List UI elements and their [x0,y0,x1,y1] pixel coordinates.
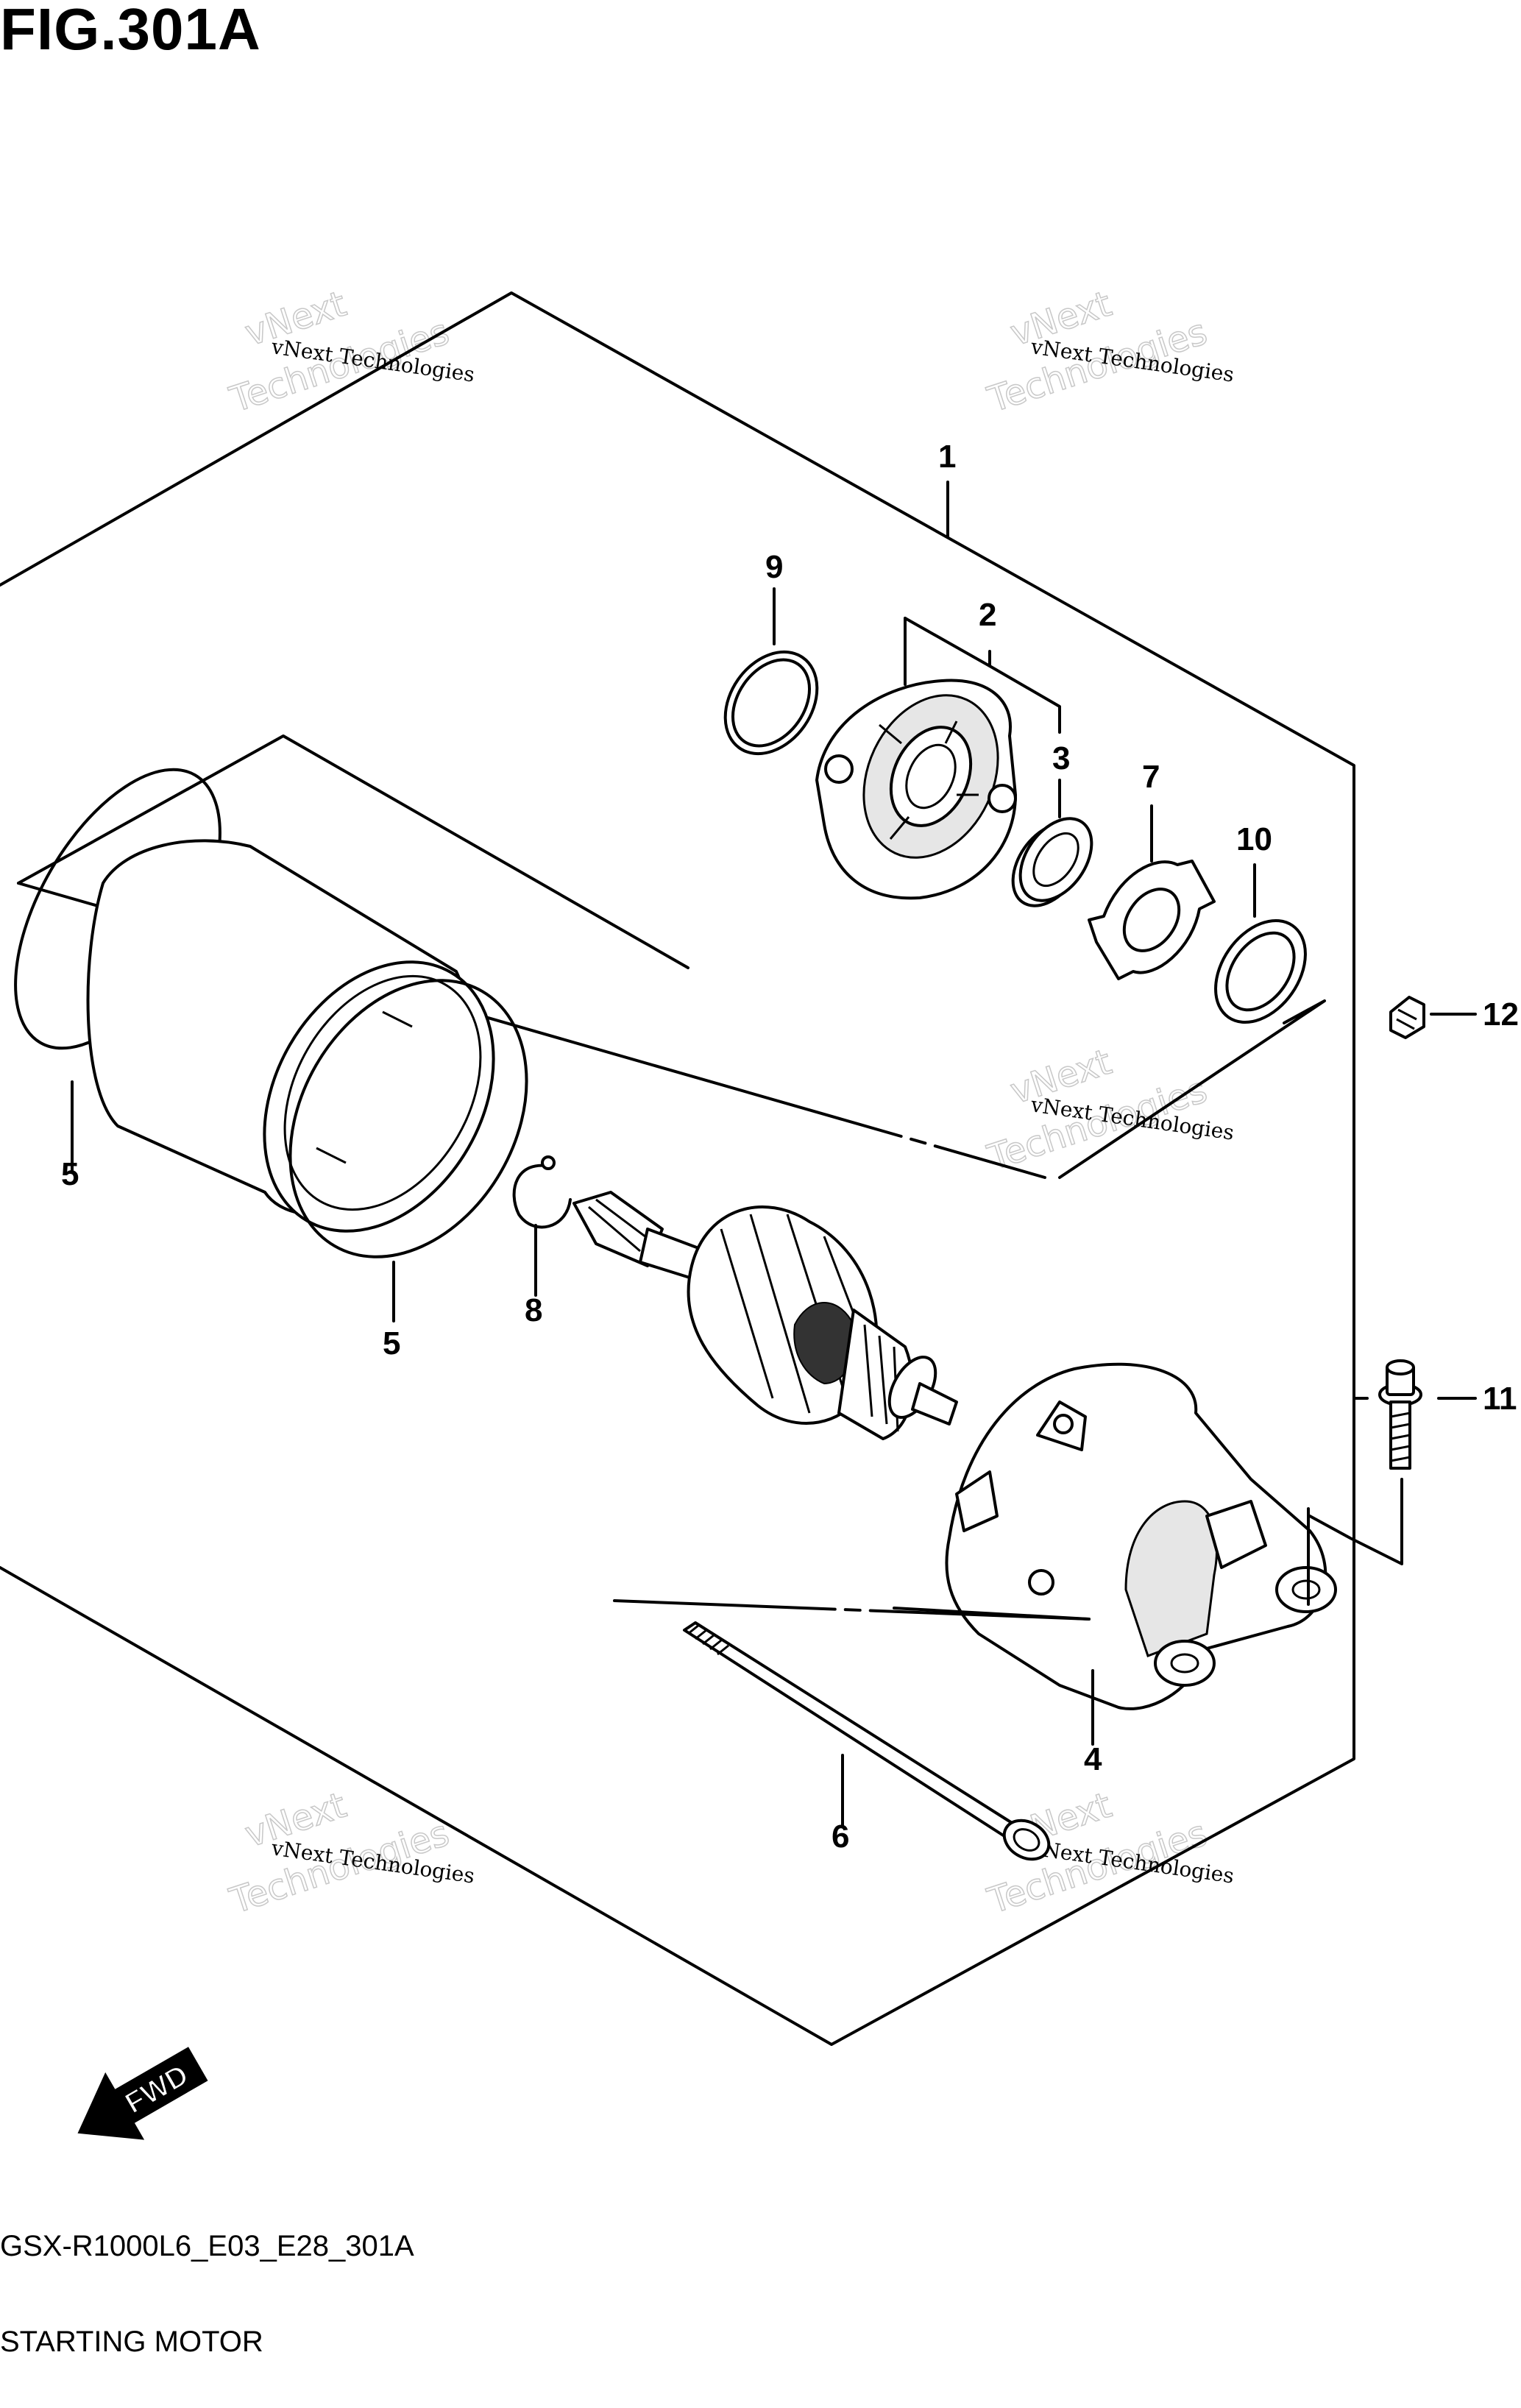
part-front-housing-4 [945,1362,1337,1710]
leader-lines [71,481,1477,1827]
watermark-bottom-left: vNext Technologies vNext Technologies [224,1784,476,1922]
part-bolt-11 [1378,1359,1422,1470]
part-through-bolt-6 [683,1621,1051,1861]
callout-2: 2 [979,597,996,633]
assembly-outline [0,291,1355,2046]
subgroup-outline-right [1058,999,1326,1179]
callout-10: 10 [1236,821,1272,857]
subgroup-outline [17,734,689,969]
callout-9: 9 [765,549,783,585]
part-bolt-12 [1389,996,1425,1039]
callout-4: 4 [1084,1741,1102,1777]
callout-5-right: 5 [383,1325,400,1361]
figure-title: FIG.301A [0,0,261,62]
fwd-arrow-icon: FWD [77,2047,208,2140]
callout-12: 12 [1483,996,1519,1033]
part-lock-washer-7 [1088,860,1216,980]
callout-7: 7 [1142,759,1160,795]
callout-5-left: 5 [61,1156,79,1192]
part-rear-bracket-2 [815,679,1017,900]
part-armature [572,1191,958,1440]
callout-8: 8 [525,1292,542,1328]
callout-3: 3 [1052,740,1070,776]
watermark-top-right: vNext Technologies vNext Technologies [982,283,1235,421]
callout-1: 1 [938,439,956,475]
part-washer-10 [1214,918,1307,1024]
part-o-ring-9 [723,650,819,756]
figure-name: STARTING MOTOR [0,2326,263,2358]
callout-6: 6 [832,1819,849,1855]
watermark-top-left: vNext Technologies vNext Technologies [224,283,476,421]
figure-code: GSX-R1000L6_E03_E28_301A [0,2230,414,2262]
part-yoke-5 [14,768,528,1258]
part-circlip-8 [512,1155,572,1229]
callout-11: 11 [1483,1381,1517,1417]
watermark-middle-right: vNext Technologies vNext Technologies [982,1041,1235,1179]
part-oil-seal-3 [1011,817,1093,907]
